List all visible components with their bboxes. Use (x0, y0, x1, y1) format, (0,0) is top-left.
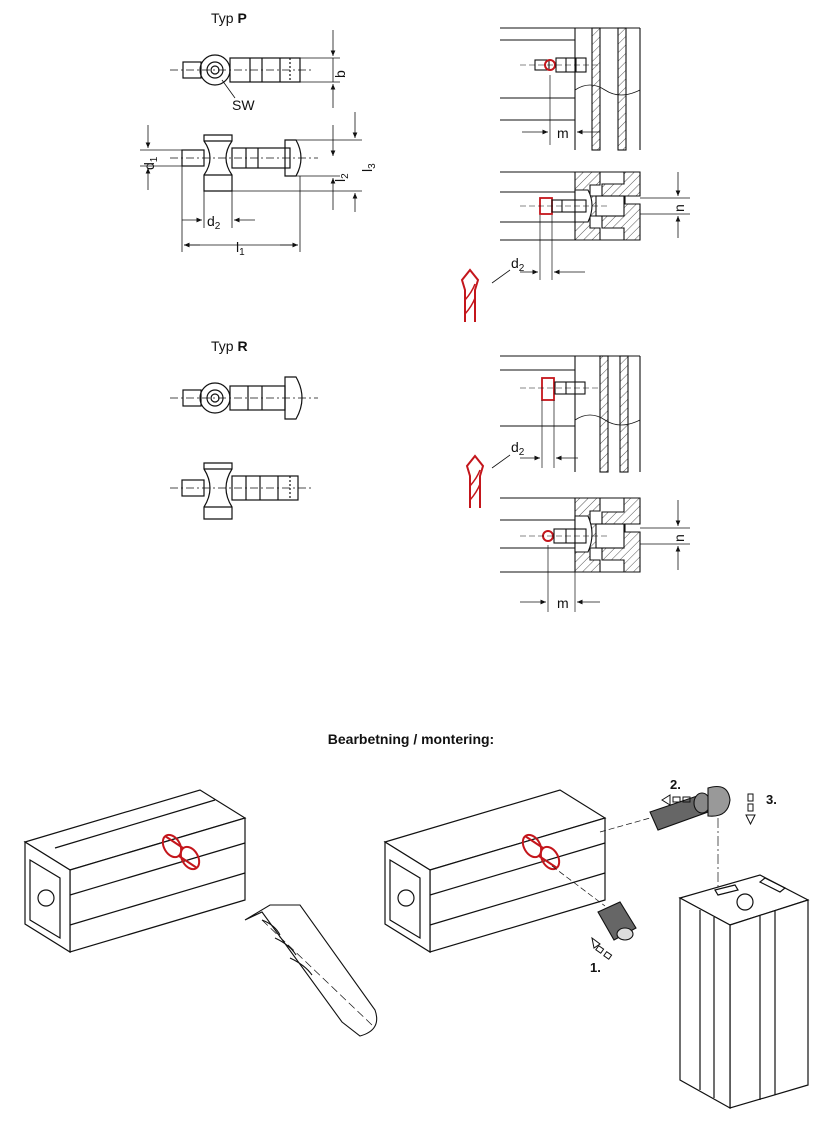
dim-n-top: n (671, 204, 687, 212)
section-title: Bearbetning / montering: (327, 731, 495, 747)
profile-section-1 (500, 27, 641, 151)
bushing-insert (597, 901, 637, 941)
drill-bit-icon (460, 268, 480, 322)
aluminium-profile-iso-1 (23, 789, 247, 954)
dim-l2-sub: 2 (340, 173, 351, 179)
type-p-top-view (170, 30, 340, 108)
aluminium-profile-iso-2 (383, 789, 607, 954)
dim-m-bottom: m (557, 595, 569, 611)
dim-l3-letter: l (359, 168, 375, 172)
type-p-letter: P (237, 10, 247, 26)
dim-d1-letter: d (141, 162, 157, 170)
dim-m-top: m (557, 125, 569, 141)
step-3-label: 3. (766, 792, 777, 807)
dim-n-bottom: n (671, 534, 687, 542)
dim-d2-sec2: d2 (511, 256, 524, 274)
step-3-arrow (745, 793, 756, 826)
dim-d2-sec3-letter: d (511, 439, 519, 455)
dim-d2-sec2-letter: d (511, 255, 519, 271)
dim-l1-sub: 1 (239, 247, 245, 258)
dim-b: b (332, 70, 348, 78)
aluminium-profile-vertical (678, 874, 810, 1110)
step-2-arrow (661, 794, 691, 806)
profile-section-4 (500, 497, 690, 612)
drill-iso (244, 904, 378, 1037)
step-1-label: 1. (590, 960, 601, 975)
drill-hole-mark-2 (521, 833, 561, 871)
dim-l3: l3 (359, 163, 378, 172)
dim-l2-letter: l (332, 178, 348, 182)
profile-section-2 (491, 171, 690, 284)
type-p-label: Typ P (211, 11, 247, 25)
step-1-arrow (591, 936, 613, 960)
connector-bolt-iso (649, 785, 731, 831)
dim-l1: l1 (236, 240, 245, 258)
dim-l3-sub: 3 (367, 163, 378, 169)
dim-d2-sec2-sub: 2 (518, 263, 525, 274)
type-r-prefix: Typ (211, 338, 234, 354)
profile-section-3 (491, 355, 641, 473)
dim-d1-sub: 1 (149, 156, 160, 163)
dim-l2: l2 (332, 173, 351, 182)
dim-d2-sec3: d2 (511, 440, 524, 458)
type-r-top-view (170, 376, 318, 420)
type-p-side-view (140, 112, 362, 252)
dim-d2-sub: 2 (214, 221, 221, 232)
drill-bit-icon-2 (465, 454, 485, 508)
dim-d1: d1 (141, 156, 160, 170)
dim-d2-sec3-sub: 2 (518, 447, 525, 458)
drill-hole-mark-1 (161, 833, 201, 871)
step-2-label: 2. (670, 777, 681, 792)
dim-d2: d2 (207, 214, 220, 232)
dim-sw: SW (232, 97, 255, 113)
type-r-label: Typ R (211, 339, 248, 353)
type-r-letter: R (237, 338, 248, 354)
dim-l1-letter: l (236, 239, 240, 255)
type-p-prefix: Typ (211, 10, 234, 26)
dim-d2-letter: d (207, 213, 215, 229)
type-r-side-view (170, 462, 312, 520)
